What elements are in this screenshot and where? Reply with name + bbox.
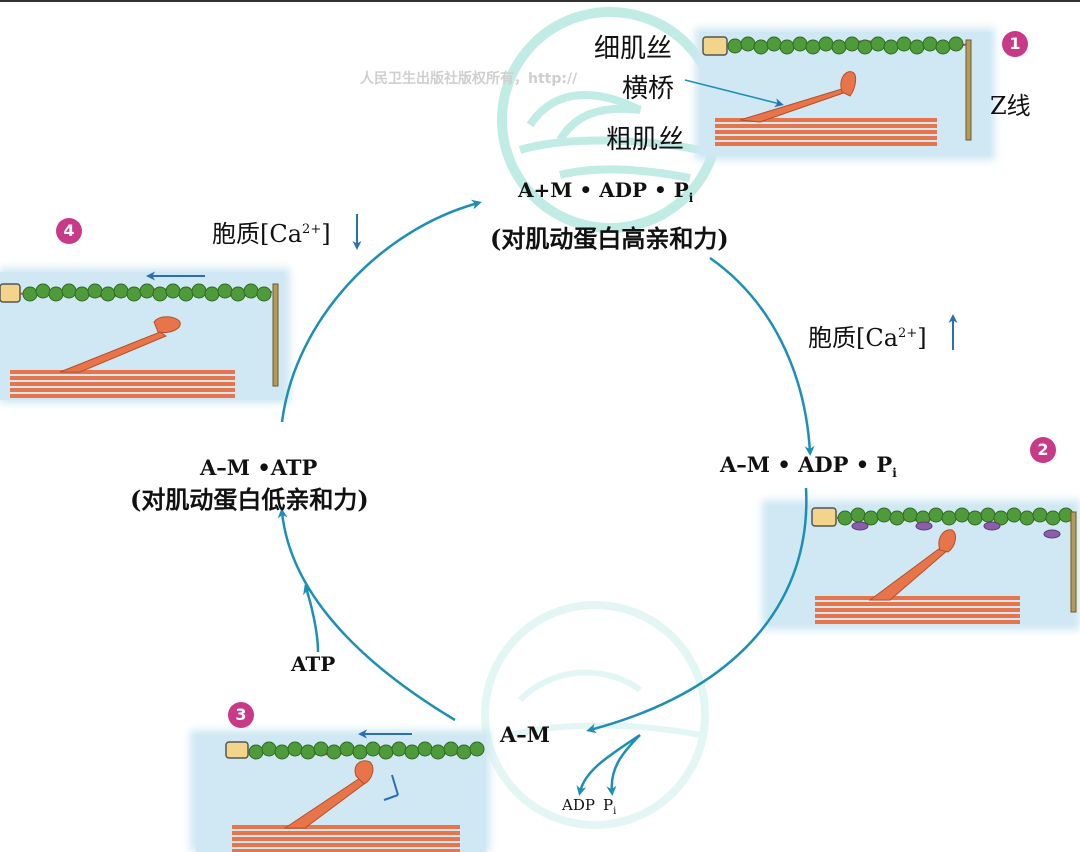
arrow-3-to-4 xyxy=(282,512,455,720)
thin-filament-label: 细肌丝 xyxy=(594,28,672,65)
thick-filament-label: 粗肌丝 xyxy=(606,119,684,156)
atp-label: ATP xyxy=(291,652,335,676)
panel-2 xyxy=(762,500,1080,630)
step-3-badge: 3 xyxy=(228,702,254,728)
arrow-1-to-2 xyxy=(710,258,810,452)
state-top-affinity: (对肌动蛋白高亲和力) xyxy=(490,219,729,254)
panel-1 xyxy=(685,28,995,160)
state-left-formula: A–M •ATP xyxy=(200,455,317,480)
step-4-badge: 4 xyxy=(56,218,82,244)
calcium-decrease-label: 胞质[Ca2+] xyxy=(212,214,331,249)
adp-label: ADP xyxy=(562,796,595,814)
step-1-badge: 1 xyxy=(1002,31,1028,57)
panel-3 xyxy=(190,730,490,852)
z-line-label: Z线 xyxy=(990,86,1031,121)
step-2-badge: 2 xyxy=(1030,437,1056,463)
watermark-logo-bottom xyxy=(485,605,705,825)
panel-4 xyxy=(0,268,290,403)
state-left-affinity: (对肌动蛋白低亲和力) xyxy=(130,480,369,515)
calcium-increase-label: 胞质[Ca2+] xyxy=(808,318,927,353)
state-bottom-formula: A–M xyxy=(500,722,550,747)
state-right-formula: A–M • ADP • Pi xyxy=(720,452,897,480)
watermark-text: 人民卫生出版社版权所有，http:// xyxy=(360,68,577,88)
state-top-formula: A+M • ADP • Pi xyxy=(518,178,693,205)
pi-label: Pi xyxy=(603,796,616,817)
cross-bridge-label: 横桥 xyxy=(622,68,674,105)
